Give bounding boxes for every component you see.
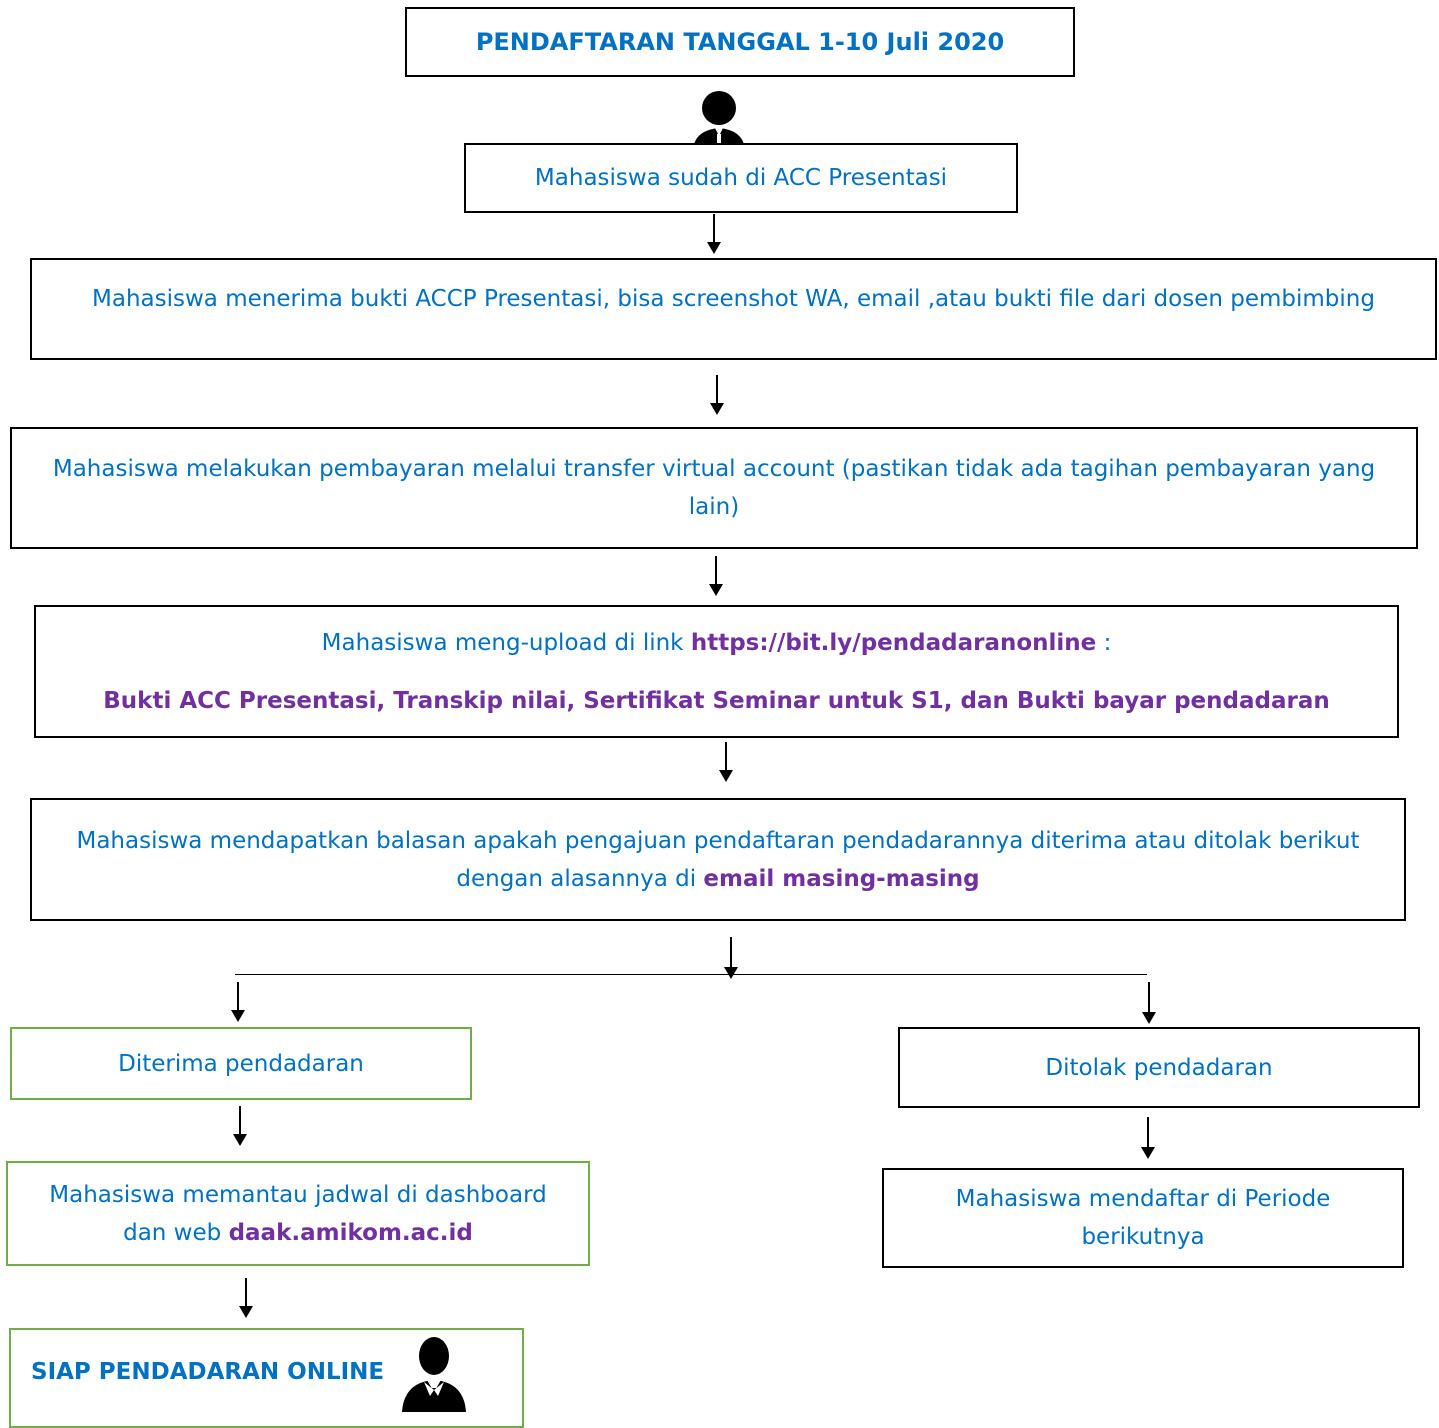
step-bukti-box: Mahasiswa menerima bukti ACCP Presentasi… <box>30 258 1437 360</box>
arrow-down <box>1138 1117 1158 1159</box>
step-acc-box: Mahasiswa sudah di ACC Presentasi <box>464 143 1018 213</box>
arrow-down <box>721 937 741 979</box>
step-balasan-line2: dengan alasannya di email masing-masing <box>456 860 979 898</box>
title-text: PENDAFTARAN TANGGAL 1-10 Juli 2020 <box>475 28 1005 56</box>
diterima-box: Diterima pendadaran <box>10 1027 472 1100</box>
arrow-down <box>704 214 724 254</box>
arrow-down <box>707 375 727 415</box>
diterima-text: Diterima pendadaran <box>118 1050 364 1077</box>
memantau-line1: Mahasiswa memantau jadwal di dashboard <box>49 1181 547 1208</box>
step-upload-prefix: Mahasiswa meng-upload di link <box>321 629 691 656</box>
step-upload-line: Mahasiswa meng-upload di link https://bi… <box>322 624 1112 662</box>
mendaftar-box: Mahasiswa mendaftar di Periode berikutny… <box>882 1168 1404 1268</box>
person-icon <box>693 91 745 148</box>
memantau-box: Mahasiswa memantau jadwal di dashboard d… <box>6 1161 590 1266</box>
title-box: PENDAFTARAN TANGGAL 1-10 Juli 2020 <box>405 7 1075 77</box>
upload-link[interactable]: https://bit.ly/pendadaranonline <box>690 629 1097 656</box>
arrow-down <box>236 1278 256 1318</box>
step-upload-docs: Bukti ACC Presentasi, Transkip nilai, Se… <box>103 687 1330 714</box>
step-upload-box: Mahasiswa meng-upload di link https://bi… <box>34 605 1399 738</box>
step-balasan-line1: Mahasiswa mendapatkan balasan apakah pen… <box>76 827 1360 854</box>
memantau-prefix: dan web <box>123 1219 229 1246</box>
daak-link[interactable]: daak.amikom.ac.id <box>228 1219 473 1246</box>
step-bukti-text: Mahasiswa menerima bukti ACCP Presentasi… <box>92 286 1375 312</box>
step-upload-suffix: : <box>1096 629 1112 656</box>
step-bayar-box: Mahasiswa melakukan pembayaran melalui t… <box>10 427 1418 549</box>
branch-line <box>235 974 1147 975</box>
arrow-down <box>716 742 736 782</box>
step-balasan-prefix: dengan alasannya di <box>456 865 704 892</box>
step-bayar-line1: Mahasiswa melakukan pembayaran melalui t… <box>52 456 1376 482</box>
step-balasan-highlight: email masing-masing <box>703 865 980 892</box>
mendaftar-line2: berikutnya <box>1081 1224 1205 1250</box>
businessman-icon <box>402 1337 466 1412</box>
siap-text: SIAP PENDADARAN ONLINE <box>31 1359 385 1385</box>
step-acc-text: Mahasiswa sudah di ACC Presentasi <box>534 165 948 191</box>
mendaftar-line1: Mahasiswa mendaftar di Periode <box>955 1186 1331 1212</box>
arrow-down <box>228 982 248 1022</box>
step-bayar-line2: lain) <box>688 494 740 520</box>
arrow-down <box>706 556 726 596</box>
step-balasan-box: Mahasiswa mendapatkan balasan apakah pen… <box>30 798 1406 921</box>
ditolak-text: Ditolak pendadaran <box>1045 1054 1273 1081</box>
ditolak-box: Ditolak pendadaran <box>898 1027 1420 1108</box>
arrow-down <box>230 1106 250 1146</box>
arrow-down <box>1139 982 1159 1024</box>
memantau-line2: dan web daak.amikom.ac.id <box>123 1214 473 1252</box>
